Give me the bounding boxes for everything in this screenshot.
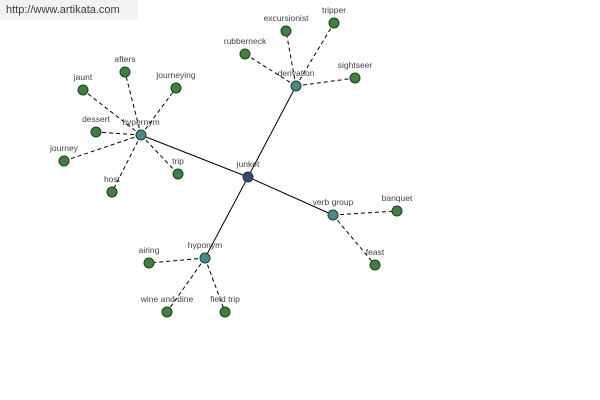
label-hypernym: hypernym: [122, 117, 159, 127]
label-tripper: tripper: [322, 5, 346, 15]
label-feast: feast: [366, 247, 385, 257]
node-wine-and-dine[interactable]: [161, 306, 173, 318]
node-airing[interactable]: [143, 257, 155, 269]
node-dessert[interactable]: [90, 126, 102, 138]
label-junket: junket: [236, 159, 260, 169]
node-banquet[interactable]: [391, 205, 403, 217]
edge-junket-hypernym: [140, 134, 249, 178]
node-derivation[interactable]: [290, 80, 302, 92]
label-banquet: banquet: [382, 193, 413, 203]
label-journey: journey: [49, 143, 79, 153]
node-afters[interactable]: [119, 66, 131, 78]
label-airing: airing: [139, 245, 160, 255]
node-sightseer[interactable]: [349, 72, 361, 84]
node-journeying[interactable]: [170, 82, 182, 94]
edge-hypernym-jaunt: [82, 89, 142, 136]
node-feast[interactable]: [369, 259, 381, 271]
node-field-trip[interactable]: [219, 306, 231, 318]
edge-junket-hyponym: [204, 176, 249, 259]
watermark-url[interactable]: http://www.artikata.com: [0, 0, 138, 20]
edge-derivation-excursionist: [285, 30, 297, 87]
node-journey[interactable]: [58, 155, 70, 167]
label-excursionist: excursionist: [264, 13, 310, 23]
label-afters: afters: [114, 54, 135, 64]
label-host: host: [104, 174, 121, 184]
label-journeying: journeying: [155, 70, 195, 80]
edge-hypernym-host: [111, 134, 142, 193]
node-excursionist[interactable]: [280, 25, 292, 37]
node-tripper[interactable]: [328, 17, 340, 29]
node-trip[interactable]: [172, 168, 184, 180]
label-dessert: dessert: [82, 114, 111, 124]
node-verb-group[interactable]: [327, 209, 339, 221]
label-jaunt: jaunt: [73, 72, 93, 82]
label-rubberneck: rubberneck: [224, 36, 267, 46]
edge-hyponym-field-trip: [204, 257, 226, 313]
node-hypernym[interactable]: [135, 129, 147, 141]
edge-hyponym-airing: [148, 257, 206, 264]
edge-hypernym-dessert: [95, 131, 142, 136]
node-host[interactable]: [106, 186, 118, 198]
label-hyponym: hyponym: [188, 240, 223, 250]
edge-derivation-rubberneck: [244, 53, 297, 87]
edge-verb-group-feast: [332, 214, 376, 266]
label-verb-group: verb group: [313, 197, 354, 207]
edge-hypernym-afters: [124, 71, 142, 136]
edge-junket-verb-group: [247, 176, 334, 216]
node-hyponym[interactable]: [199, 252, 211, 264]
edge-hypernym-trip: [140, 134, 179, 175]
edge-derivation-sightseer: [295, 77, 356, 87]
edge-verb-group-banquet: [332, 210, 398, 216]
edge-hypernym-journeying: [140, 87, 177, 136]
label-derivation: derivation: [278, 68, 315, 78]
label-field-trip: field trip: [210, 294, 240, 304]
node-junket[interactable]: [242, 171, 254, 183]
edge-derivation-tripper: [295, 22, 335, 87]
node-jaunt[interactable]: [77, 84, 89, 96]
node-rubberneck[interactable]: [239, 48, 251, 60]
label-sightseer: sightseer: [338, 60, 373, 70]
label-trip: trip: [172, 156, 184, 166]
edge-junket-derivation: [247, 85, 297, 178]
label-wine-and-dine: wine and dine: [140, 294, 194, 304]
